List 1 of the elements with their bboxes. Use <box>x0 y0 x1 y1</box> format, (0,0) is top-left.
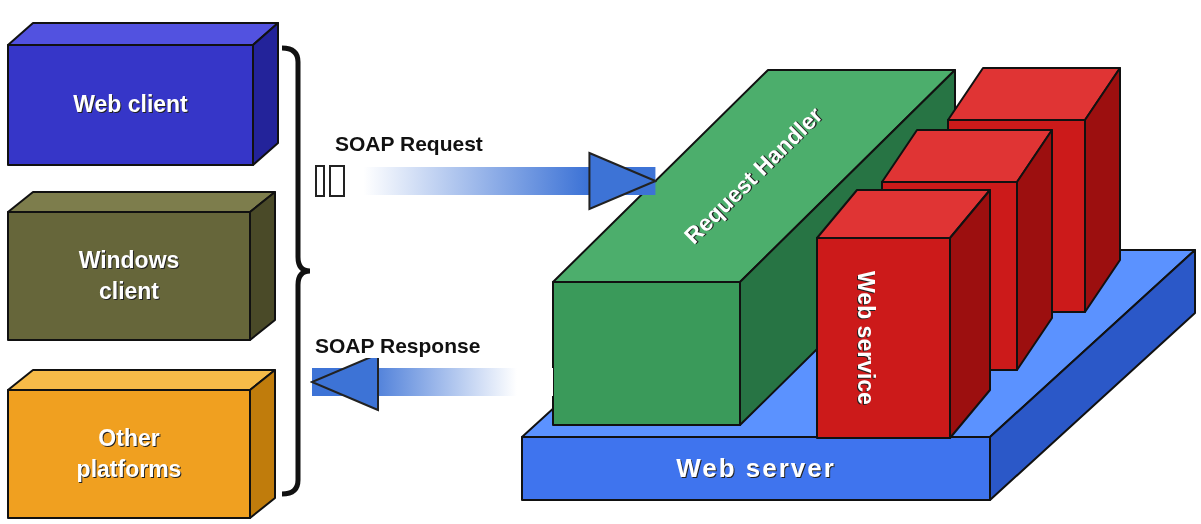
brace <box>282 46 312 496</box>
